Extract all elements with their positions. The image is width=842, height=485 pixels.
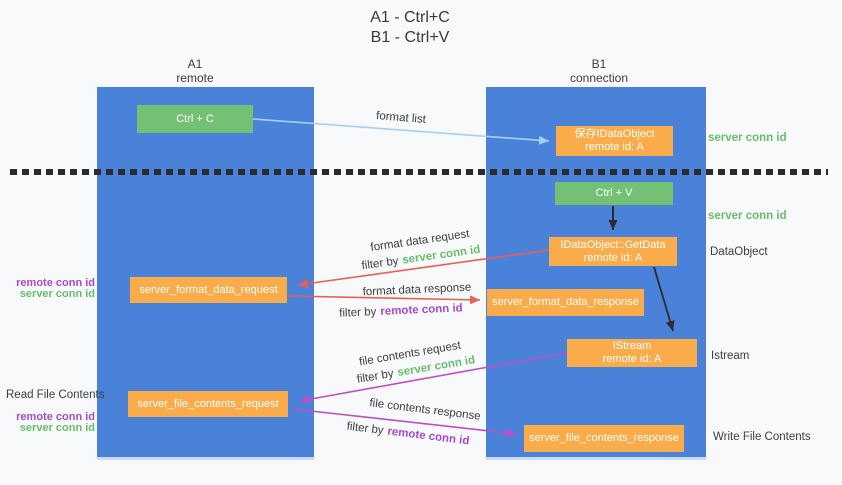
note-conn-ids-file: remote conn id server conn id: [10, 412, 95, 433]
node-server-file-contents-request: server_file_contents_request: [128, 391, 288, 417]
remote-conn-id-note: remote conn id: [16, 277, 95, 289]
note-server-conn-id-mid: server conn id: [708, 210, 787, 222]
istream-line1: IStream: [612, 340, 652, 352]
note-write-file-contents: Write File Contents: [713, 431, 811, 443]
filter-by-text: filter by: [360, 255, 400, 273]
note-dataobject: DataObject: [710, 246, 768, 258]
remote-conn-id-text: remote conn id: [380, 302, 463, 318]
lifeline-a1-name: A1: [187, 57, 203, 71]
filter-by-text: filter by: [339, 306, 377, 320]
getdata-line1: IDataObject::GetData: [560, 238, 666, 251]
lifeline-b1-name: B1: [591, 57, 607, 71]
server-conn-id-note: server conn id: [19, 421, 95, 434]
save-idataobject-line2: remote id: A: [585, 141, 644, 153]
remote-conn-id-note: remote conn id: [16, 411, 95, 423]
node-istream: IStream remote id: A: [567, 339, 697, 367]
lifeline-header-a1: A1 remote: [115, 57, 275, 85]
node-idataobject-getdata: IDataObject::GetData remote id: A: [549, 237, 677, 266]
save-idataobject-line1: 保存IDataObject: [574, 128, 655, 140]
server-format-data-response-label: server_format_data_response: [492, 296, 639, 308]
server-format-data-request-label: server_format_data_request: [139, 283, 278, 296]
filter-by-text: filter by: [355, 367, 395, 386]
node-save-idataobject: 保存IDataObject remote id: A: [556, 126, 673, 156]
lifeline-b1-role: connection: [569, 71, 629, 85]
note-conn-ids-format: remote conn id server conn id: [10, 278, 95, 299]
title-line-2: B1 - Ctrl+V: [370, 29, 450, 46]
istream-line2: remote id: A: [602, 353, 662, 365]
label-format-list: format list: [375, 110, 427, 126]
note-istream: Istream: [711, 350, 750, 362]
label-file-contents-response: file contents response: [368, 397, 482, 423]
lifeline-header-b1: B1 connection: [519, 57, 679, 85]
note-read-file-contents: Read File Contents: [6, 389, 105, 401]
ctrl-c-label: Ctrl + C: [176, 112, 214, 125]
dashed-separator: [10, 169, 828, 175]
node-ctrl-v: Ctrl + V: [555, 182, 673, 205]
title-line-1: A1 - Ctrl+C: [370, 9, 450, 26]
server-file-contents-response-label: server_file_contents_response: [529, 432, 679, 444]
getdata-line2: remote id: A: [583, 251, 643, 264]
lifeline-a1-role: remote: [176, 71, 214, 85]
node-server-format-data-request: server_format_data_request: [130, 277, 287, 303]
filter-by-text: filter by: [345, 420, 385, 437]
node-ctrl-c: Ctrl + C: [137, 105, 253, 133]
server-conn-id-note: server conn id: [19, 287, 95, 300]
server-file-contents-request-label: server_file_contents_request: [137, 397, 279, 410]
node-server-file-contents-response: server_file_contents_response: [524, 425, 684, 452]
remote-conn-id-text: remote conn id: [386, 425, 471, 448]
node-server-format-data-response: server_format_data_response: [487, 289, 644, 316]
note-server-conn-id-top: server conn id: [708, 132, 787, 144]
diagram-title: A1 - Ctrl+C B1 - Ctrl+V: [0, 8, 820, 48]
label-format-data-response: format data response: [362, 281, 472, 299]
ctrl-v-label: Ctrl + V: [595, 187, 633, 199]
